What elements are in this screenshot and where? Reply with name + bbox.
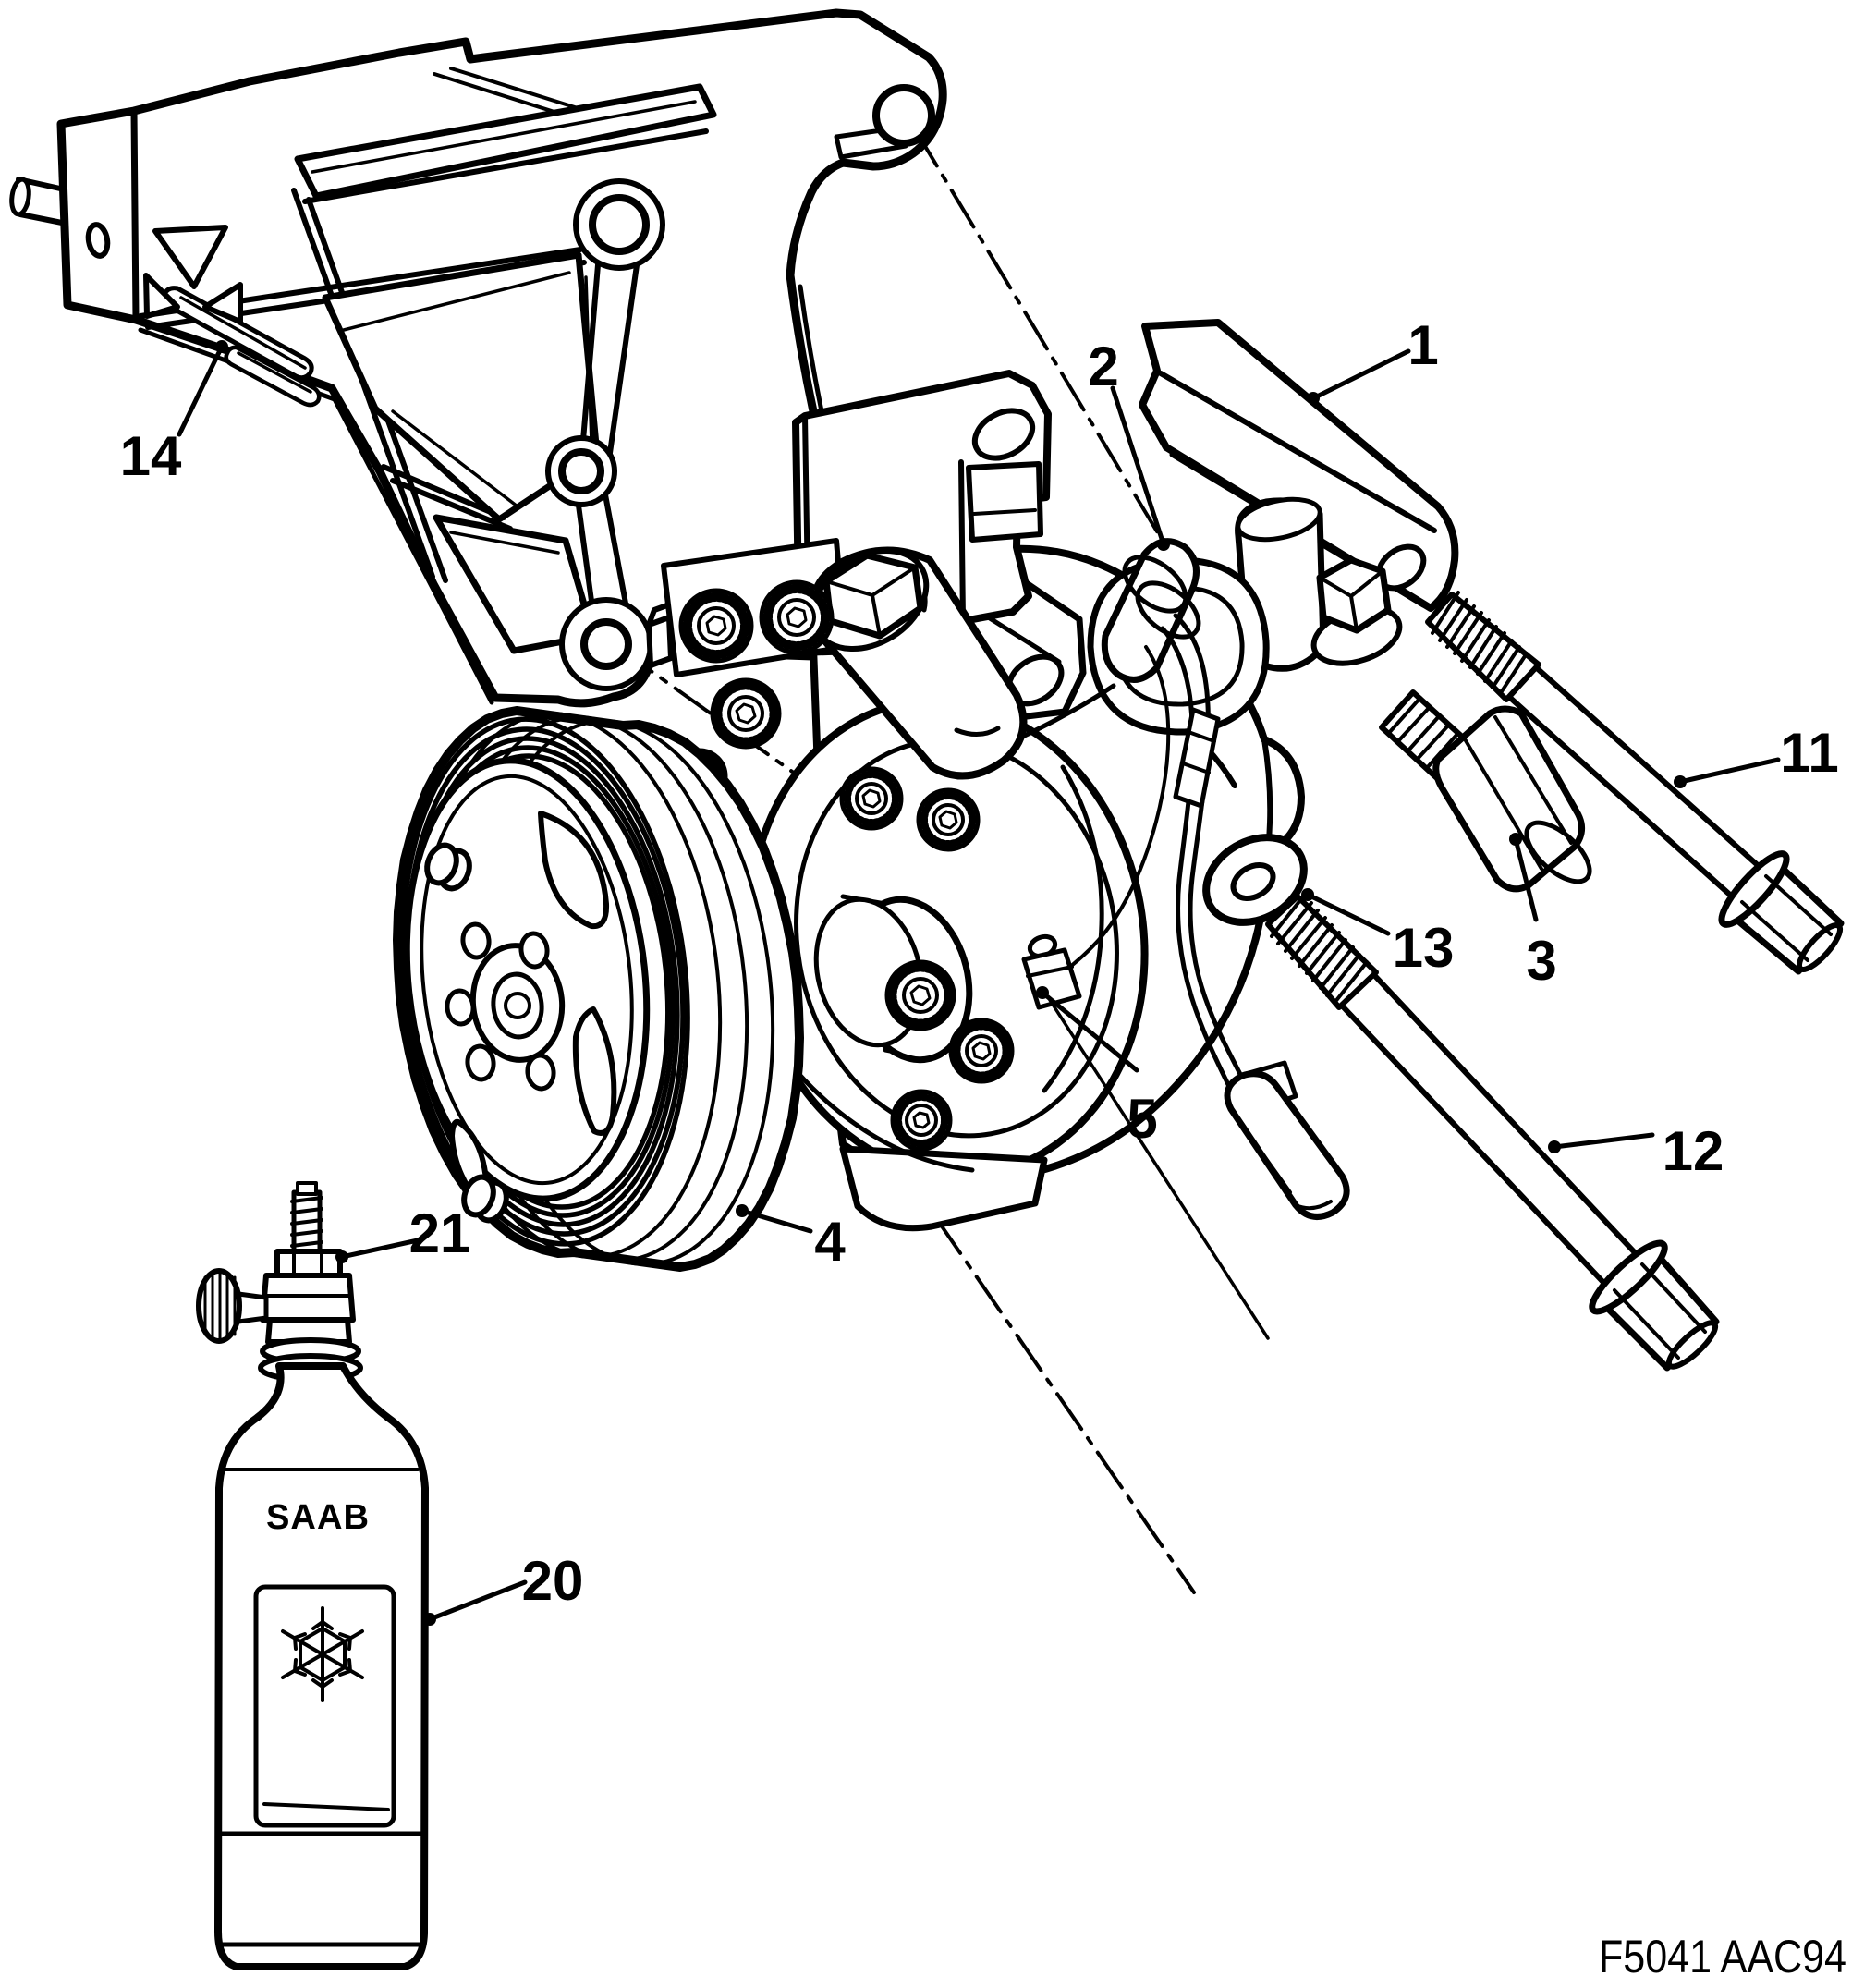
svg-text:20: 20 (522, 1550, 584, 1612)
svg-text:F5041 AAC94: F5041 AAC94 (1599, 1931, 1846, 1982)
svg-text:2: 2 (1088, 335, 1118, 397)
svg-text:4: 4 (814, 1211, 846, 1273)
svg-text:13: 13 (1393, 917, 1455, 979)
svg-text:3: 3 (1526, 930, 1556, 992)
svg-text:14: 14 (120, 425, 182, 487)
svg-text:5: 5 (1127, 1088, 1157, 1150)
svg-text:12: 12 (1663, 1120, 1724, 1182)
svg-text:1: 1 (1407, 314, 1438, 376)
svg-text:21: 21 (409, 1202, 471, 1264)
svg-text:SAAB: SAAB (266, 1498, 370, 1537)
svg-text:11: 11 (1780, 722, 1838, 784)
